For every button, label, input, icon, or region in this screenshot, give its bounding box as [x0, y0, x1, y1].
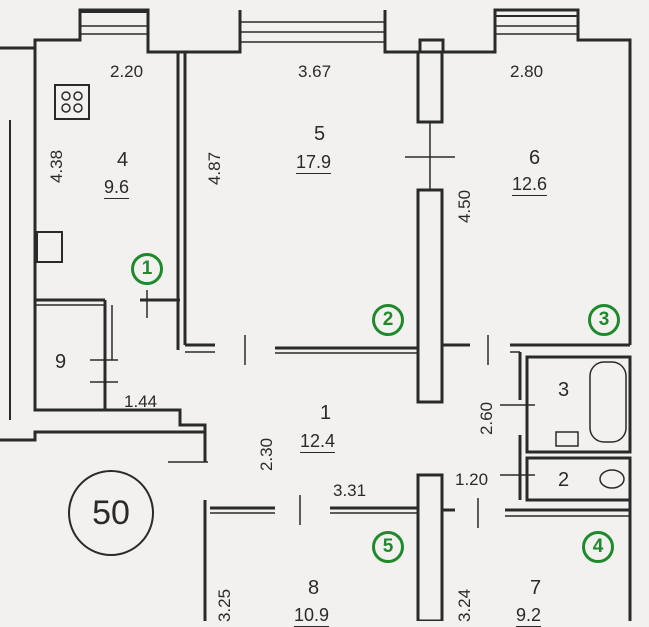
- room-4-number: 4: [117, 149, 129, 171]
- room-6-area: 12.6: [512, 174, 548, 196]
- room-3-number: 3: [558, 379, 570, 401]
- room-6-width-dim: 2.80: [510, 62, 544, 81]
- room-6-length-dim: 4.50: [455, 189, 475, 224]
- room-9-number: 9: [55, 351, 67, 373]
- room-5-number: 5: [314, 123, 326, 145]
- stove-burners: [61, 91, 83, 113]
- room-3-length-dim: 2.60: [477, 401, 497, 436]
- room-5-length-dim: 4.87: [205, 151, 225, 186]
- marker-3: 3: [588, 304, 620, 336]
- walls: [0, 8, 632, 621]
- room-4-width-dim: 2.20: [110, 62, 144, 81]
- room-7-number: 7: [530, 577, 542, 599]
- room-2-number: 2: [558, 469, 570, 491]
- marker-2: 2: [372, 304, 404, 336]
- apartment-number: 50: [68, 470, 154, 556]
- room-8-number: 8: [308, 577, 320, 599]
- room-8-length-dim: 3.25: [215, 588, 235, 623]
- marker-5: 5: [372, 531, 404, 563]
- room-8-area: 10.9: [294, 605, 330, 627]
- room-5-area: 17.9: [296, 152, 332, 174]
- room-7-length-dim: 3.24: [455, 588, 475, 623]
- room-6-number: 6: [529, 147, 541, 169]
- marker-4: 4: [582, 531, 614, 563]
- corridor-width-dim: 1.44: [124, 392, 158, 411]
- room-1-number: 1: [320, 402, 332, 424]
- room-1-area: 12.4: [300, 431, 336, 453]
- marker-1: 1: [131, 253, 163, 285]
- room-5-width-dim: 3.67: [298, 62, 332, 81]
- hall-width-dim: 3.31: [333, 481, 367, 500]
- room-2-width-dim: 1.20: [455, 470, 489, 489]
- room-4-length-dim: 4.38: [47, 149, 67, 184]
- room-7-area: 9.2: [516, 605, 542, 627]
- room-4-area: 9.6: [104, 177, 130, 199]
- hall-length-dim: 2.30: [257, 437, 277, 472]
